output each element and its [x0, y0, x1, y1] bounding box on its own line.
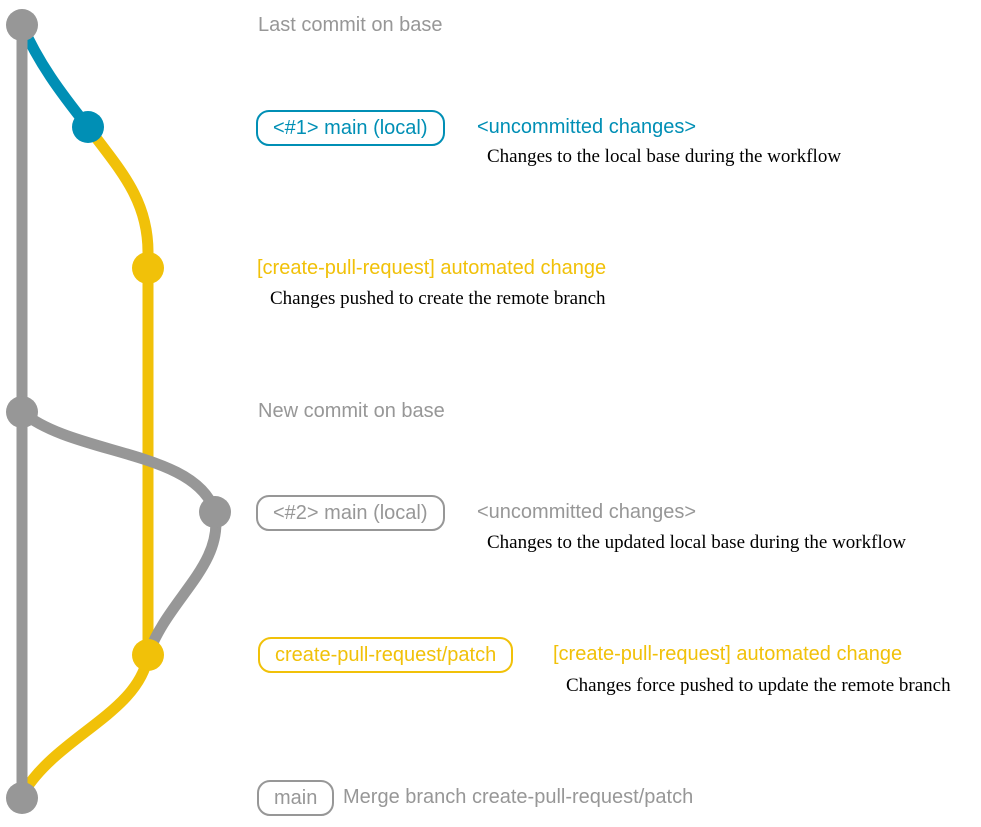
commit-dot-local-1 [72, 111, 104, 143]
branch-tag-main: main [257, 780, 335, 816]
commit-dot-new-base [6, 396, 38, 428]
commit-dot-patch-1 [132, 252, 164, 284]
commit-note-local-2: Changes to the updated local base during… [487, 532, 906, 553]
commit-dot-patch-2 [132, 639, 164, 671]
commit-note-patch-1: Changes pushed to create the remote bran… [270, 288, 606, 309]
commit-message-merge: Merge branch create-pull-request/patch [343, 786, 694, 808]
commit-message-new-base: New commit on base [258, 400, 445, 422]
commit-message-last-base: Last commit on base [258, 14, 443, 36]
commit-note-local-1: Changes to the local base during the wor… [487, 146, 842, 167]
branch-line-patch [82, 121, 154, 661]
commit-message-patch-1: [create-pull-request] automated change [257, 257, 607, 279]
branch-tag-main-local-2: <#2> main (local) [256, 495, 445, 531]
commit-message-local-2: <uncommitted changes> [477, 501, 697, 523]
branch-line-local-1 [16, 19, 94, 133]
commit-message-local-1: <uncommitted changes> [477, 116, 697, 138]
commit-note-patch-2: Changes force pushed to update the remot… [566, 675, 951, 696]
commit-dot-local-2 [199, 496, 231, 528]
branch-line-patch-merge [18, 649, 154, 798]
commit-dot-last-base [6, 9, 38, 41]
branch-tag-main-local-1: <#1> main (local) [256, 110, 445, 146]
branch-line-local-2-in [142, 506, 222, 661]
branch-tag-patch: create-pull-request/patch [258, 637, 514, 673]
branch-line-local-2-out [16, 406, 221, 518]
commit-message-patch-2: [create-pull-request] automated change [553, 643, 903, 665]
commit-dot-merge [6, 782, 38, 814]
